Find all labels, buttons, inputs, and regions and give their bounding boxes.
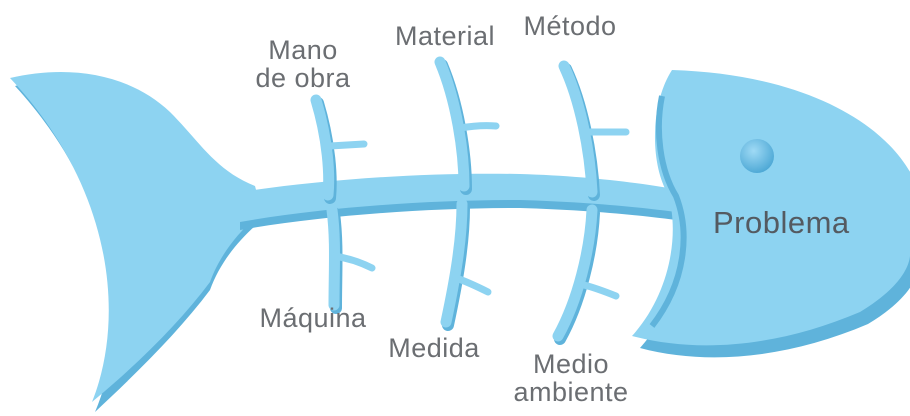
cause-label-maquina: Máquina [259, 303, 367, 333]
cause-label-medida: Medida [388, 333, 480, 363]
fish-ribs [310, 56, 630, 345]
cause-label-material: Material [394, 21, 496, 51]
cause-label-mano-de-obra: Mano de obra [255, 35, 351, 93]
rib-1 [310, 94, 376, 314]
fish-tail [10, 71, 262, 412]
fish-head [632, 70, 910, 358]
rib-2 [434, 56, 500, 331]
rib-3 [552, 60, 630, 345]
cause-label-medio-ambiente: Medio ambiente [513, 349, 629, 407]
cause-label-metodo: Método [523, 11, 617, 41]
problem-label: Problema [713, 205, 850, 240]
eye-icon [740, 139, 774, 173]
